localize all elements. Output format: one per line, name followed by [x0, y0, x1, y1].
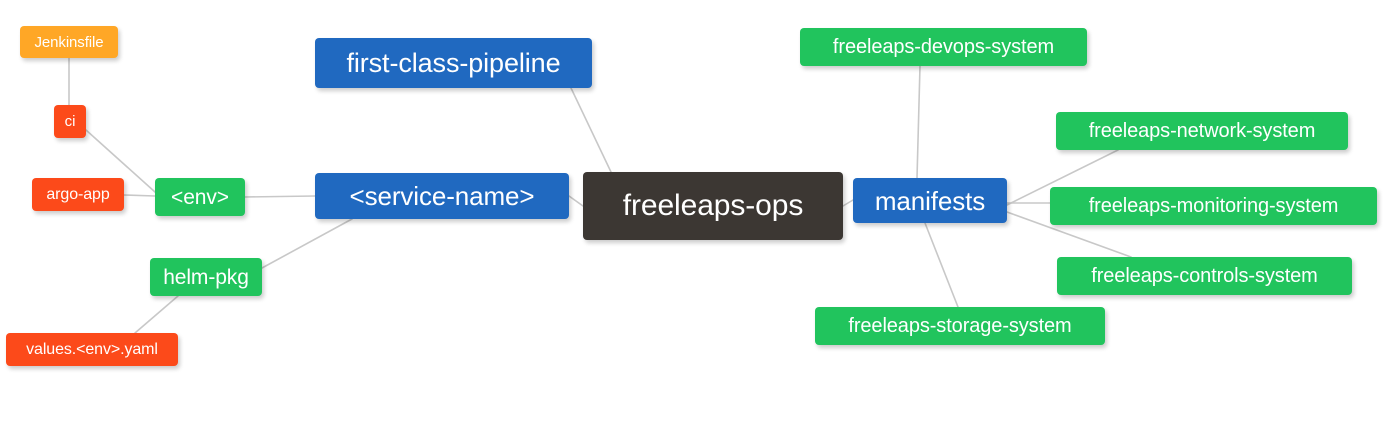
mindmap-node-service-name[interactable]: <service-name> [315, 173, 569, 219]
edge-service-name-to-helm-pkg [261, 218, 353, 269]
mindmap-node-freeleaps-controls-system[interactable]: freeleaps-controls-system [1057, 257, 1352, 295]
node-label-manifests: manifests [874, 185, 986, 216]
mindmap-node-freeleaps-ops[interactable]: freeleaps-ops [583, 172, 843, 240]
node-label-freeleaps-controls-system: freeleaps-controls-system [1091, 265, 1318, 287]
node-label-env: <env> [171, 185, 229, 209]
mindmap-node-argo-app[interactable]: argo-app [32, 178, 124, 211]
node-label-ci: ci [64, 113, 76, 130]
node-label-freeleaps-devops-system: freeleaps-devops-system [832, 36, 1055, 58]
mindmap-node-ci[interactable]: ci [54, 105, 86, 138]
node-label-values-env-yaml: values.<env>.yaml [26, 340, 158, 358]
mindmap-node-freeleaps-storage-system[interactable]: freeleaps-storage-system [815, 307, 1105, 345]
mindmap-node-freeleaps-network-system[interactable]: freeleaps-network-system [1056, 112, 1348, 150]
mindmap-node-helm-pkg[interactable]: helm-pkg [150, 258, 262, 296]
edge-helm-pkg-to-values-env-yaml [134, 295, 179, 334]
edge-manifests-to-freeleaps-devops-system [916, 65, 921, 179]
mindmap-node-first-class-pipeline[interactable]: first-class-pipeline [315, 38, 592, 88]
mindmap-node-jenkinsfile[interactable]: Jenkinsfile [20, 26, 118, 58]
edge-env-to-argo-app [123, 194, 156, 197]
edge-service-name-to-env [244, 195, 316, 198]
node-label-argo-app: argo-app [46, 185, 110, 203]
node-label-jenkinsfile: Jenkinsfile [34, 33, 104, 51]
edge-freeleaps-ops-to-service-name [568, 195, 584, 207]
node-label-first-class-pipeline: first-class-pipeline [346, 47, 561, 78]
node-label-freeleaps-storage-system: freeleaps-storage-system [848, 315, 1072, 337]
node-label-service-name: <service-name> [349, 181, 535, 211]
mindmap-node-values-env-yaml[interactable]: values.<env>.yaml [6, 333, 178, 366]
node-label-freeleaps-ops: freeleaps-ops [622, 189, 804, 222]
node-label-helm-pkg: helm-pkg [163, 265, 249, 289]
mindmap-node-manifests[interactable]: manifests [853, 178, 1007, 223]
mindmap-node-freeleaps-devops-system[interactable]: freeleaps-devops-system [800, 28, 1087, 66]
edge-freeleaps-ops-to-manifests [842, 199, 854, 207]
node-label-freeleaps-network-system: freeleaps-network-system [1088, 120, 1316, 142]
edge-freeleaps-ops-to-first-class-pipeline [570, 87, 612, 173]
mindmap-node-freeleaps-monitoring-system[interactable]: freeleaps-monitoring-system [1050, 187, 1377, 225]
edge-manifests-to-freeleaps-storage-system [924, 222, 959, 308]
mindmap-node-env[interactable]: <env> [155, 178, 245, 216]
node-label-freeleaps-monitoring-system: freeleaps-monitoring-system [1088, 195, 1339, 217]
